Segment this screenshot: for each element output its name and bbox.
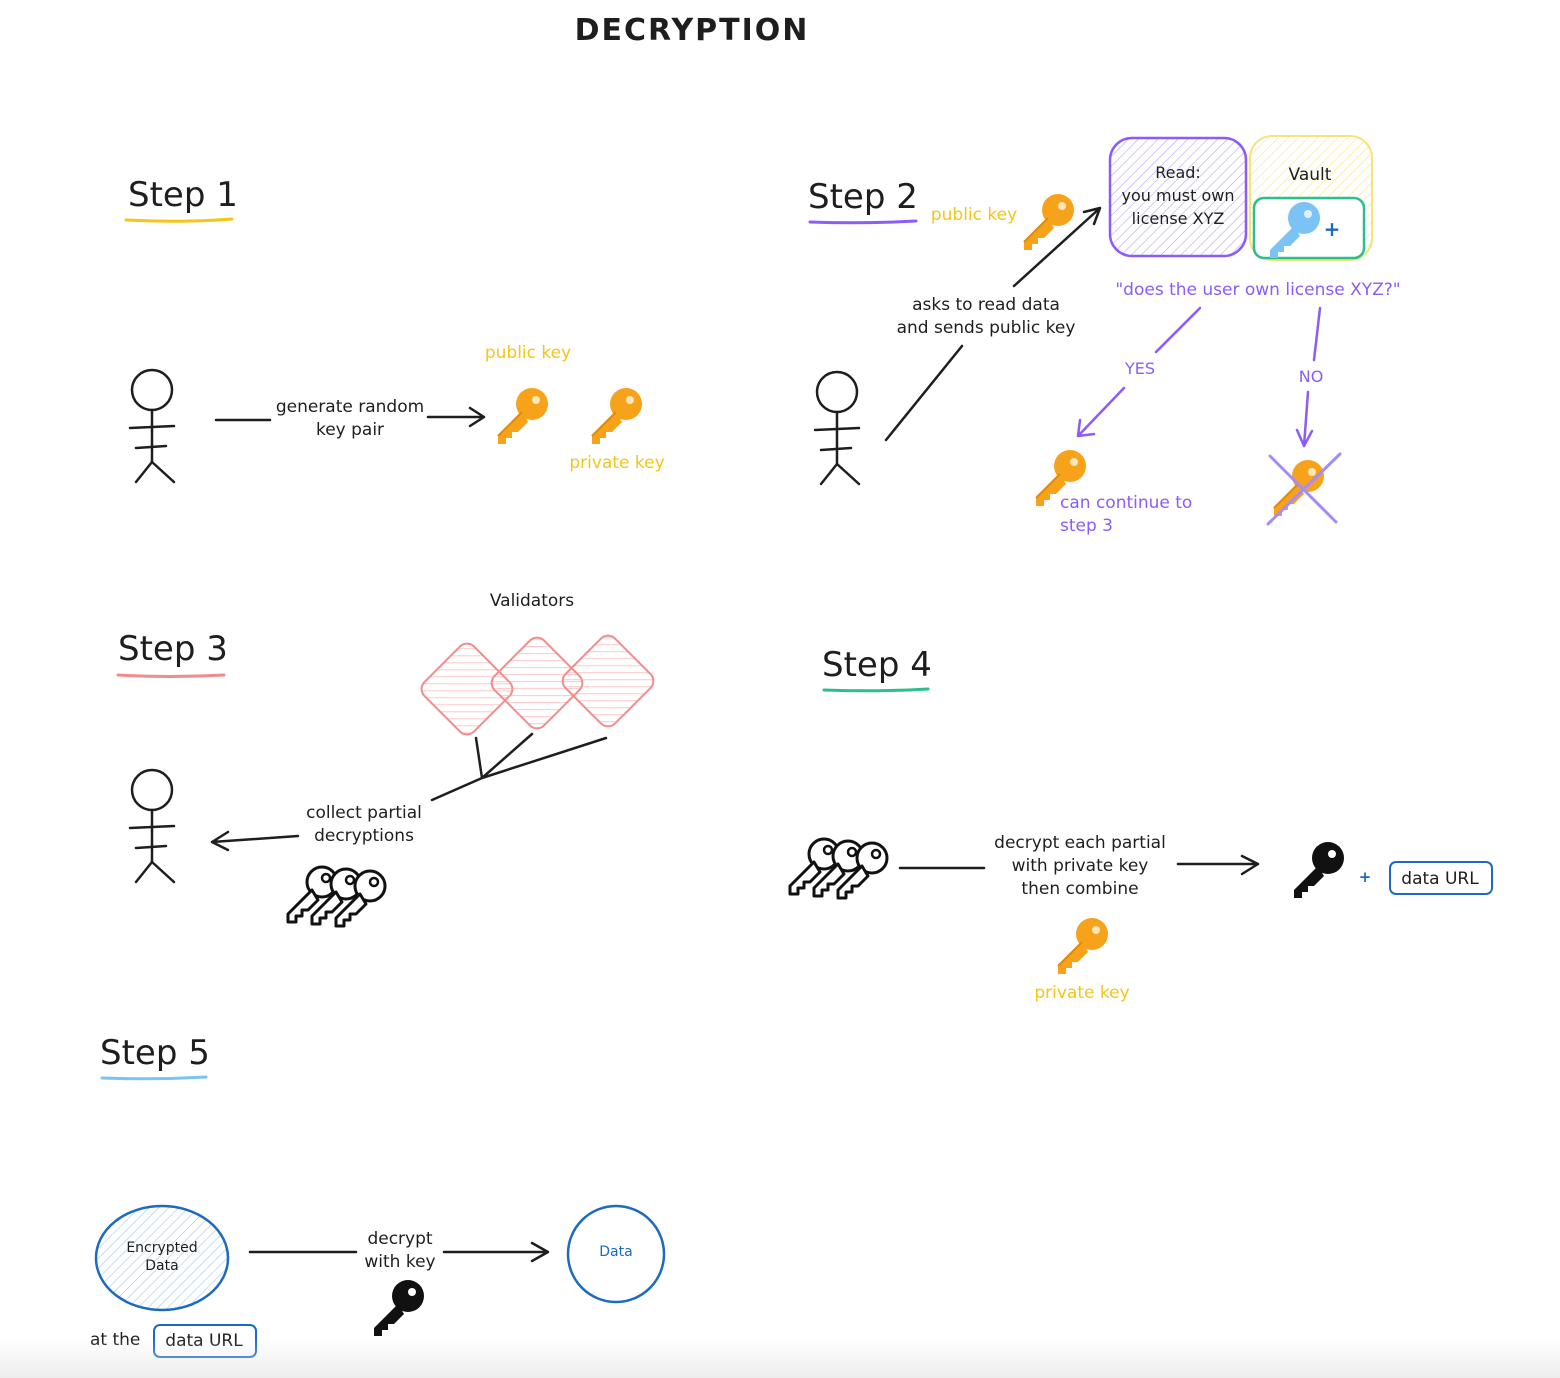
step3-section: Step 3 Validators collect partial decryp…	[116, 591, 655, 928]
public-key-icon	[497, 387, 549, 445]
encrypted-label-1: Encrypted	[126, 1240, 197, 1256]
step2-public-key-label: public key	[931, 205, 1017, 225]
step5-arrow-label-1: decrypt	[367, 1229, 432, 1249]
step5-arrow-head	[442, 1241, 550, 1263]
step4-arrow-label-2: with private key	[1012, 856, 1149, 876]
step2-underline	[808, 219, 918, 225]
step2-arrow-tail	[884, 344, 964, 442]
step4-arrow-label-3: then combine	[1021, 879, 1138, 899]
step4-data-url: data URL	[1401, 869, 1479, 889]
step2-arrow-head	[1012, 206, 1102, 288]
validator-node-2	[490, 636, 584, 730]
step4-private-key-label: private key	[1034, 983, 1129, 1003]
step1-arrow-label-2: key pair	[316, 420, 384, 440]
encrypted-data-blob	[94, 1204, 230, 1312]
step4-data-url-box	[1389, 861, 1493, 895]
step5-underline	[100, 1075, 208, 1081]
step2-heading: Step 2	[808, 177, 918, 217]
step3-underline	[116, 673, 226, 678]
no-arrow-tail	[1312, 306, 1322, 362]
bottom-fade	[0, 1338, 1560, 1378]
step3-arrow-label-1: collect partial	[306, 803, 422, 823]
step4-underline	[822, 687, 930, 693]
step4-arrow-label-1: decrypt each partial	[994, 833, 1166, 853]
read-policy-box	[1108, 136, 1248, 258]
step4-section: Step 4 decrypt each partial with private…	[788, 645, 1493, 1003]
step1-section: Step 1 generate random key pair public k…	[124, 175, 665, 484]
no-arrow-head	[1295, 390, 1314, 448]
step3-arrow	[210, 830, 300, 852]
step1-public-key-label: public key	[485, 343, 571, 363]
private-key-icon	[591, 387, 643, 445]
yes-label: YES	[1124, 359, 1155, 378]
encrypted-label-2: Data	[145, 1258, 178, 1274]
data-label: Data	[599, 1244, 632, 1260]
yes-arrow-head	[1076, 386, 1126, 438]
step4-arrow-head	[1176, 854, 1260, 876]
step2-section: Step 2 public key asks to read data and …	[808, 135, 1401, 536]
license-question: "does the user own license XYZ?"	[1115, 280, 1400, 300]
step5-section: Step 5 Encrypted Data decrypt with key D…	[90, 1033, 666, 1358]
combined-key-icon	[1294, 842, 1344, 898]
validator-merge-lines	[430, 732, 608, 802]
step4-heading: Step 4	[822, 645, 932, 685]
continue-label-2: step 3	[1060, 516, 1113, 536]
decrypted-data-node	[566, 1204, 666, 1304]
read-box-line-3: license XYZ	[1132, 209, 1225, 228]
step3-user-stick-figure	[128, 768, 176, 884]
step5-arrow-label-2: with key	[364, 1252, 435, 1272]
validator-node-1	[420, 642, 514, 736]
step1-arrow-label-1: generate random	[276, 397, 424, 417]
continue-label-1: can continue to	[1060, 493, 1192, 513]
validator-node-3	[561, 634, 655, 728]
step5-heading: Step 5	[100, 1033, 210, 1073]
step1-underline	[124, 217, 234, 223]
step2-public-key-icon	[1023, 193, 1075, 251]
yes-arrow-tail	[1154, 306, 1202, 354]
step2-arrow-label-1: asks to read data	[912, 295, 1060, 315]
vault-label: Vault	[1289, 165, 1332, 185]
read-box-line-1: Read:	[1155, 163, 1201, 182]
read-box-line-2: you must own	[1122, 186, 1235, 205]
step4-plus: +	[1359, 868, 1372, 886]
step4-private-key-icon	[1057, 917, 1109, 975]
vault-plus: +	[1324, 217, 1341, 241]
user-stick-figure	[128, 368, 176, 484]
page-title: DECRYPTION	[575, 13, 810, 48]
step1-arrow-head	[426, 406, 486, 428]
step1-heading: Step 1	[128, 175, 238, 215]
denied-cross-icon	[1266, 452, 1342, 526]
step2-arrow-label-2: and sends public key	[897, 318, 1076, 338]
step5-key-icon	[374, 1280, 424, 1336]
step1-private-key-label: private key	[569, 453, 664, 473]
no-label: NO	[1299, 367, 1324, 386]
validators-label: Validators	[490, 591, 574, 611]
step2-user-stick-figure	[813, 370, 861, 486]
step3-arrow-label-2: decryptions	[314, 826, 414, 846]
step3-heading: Step 3	[118, 629, 228, 669]
